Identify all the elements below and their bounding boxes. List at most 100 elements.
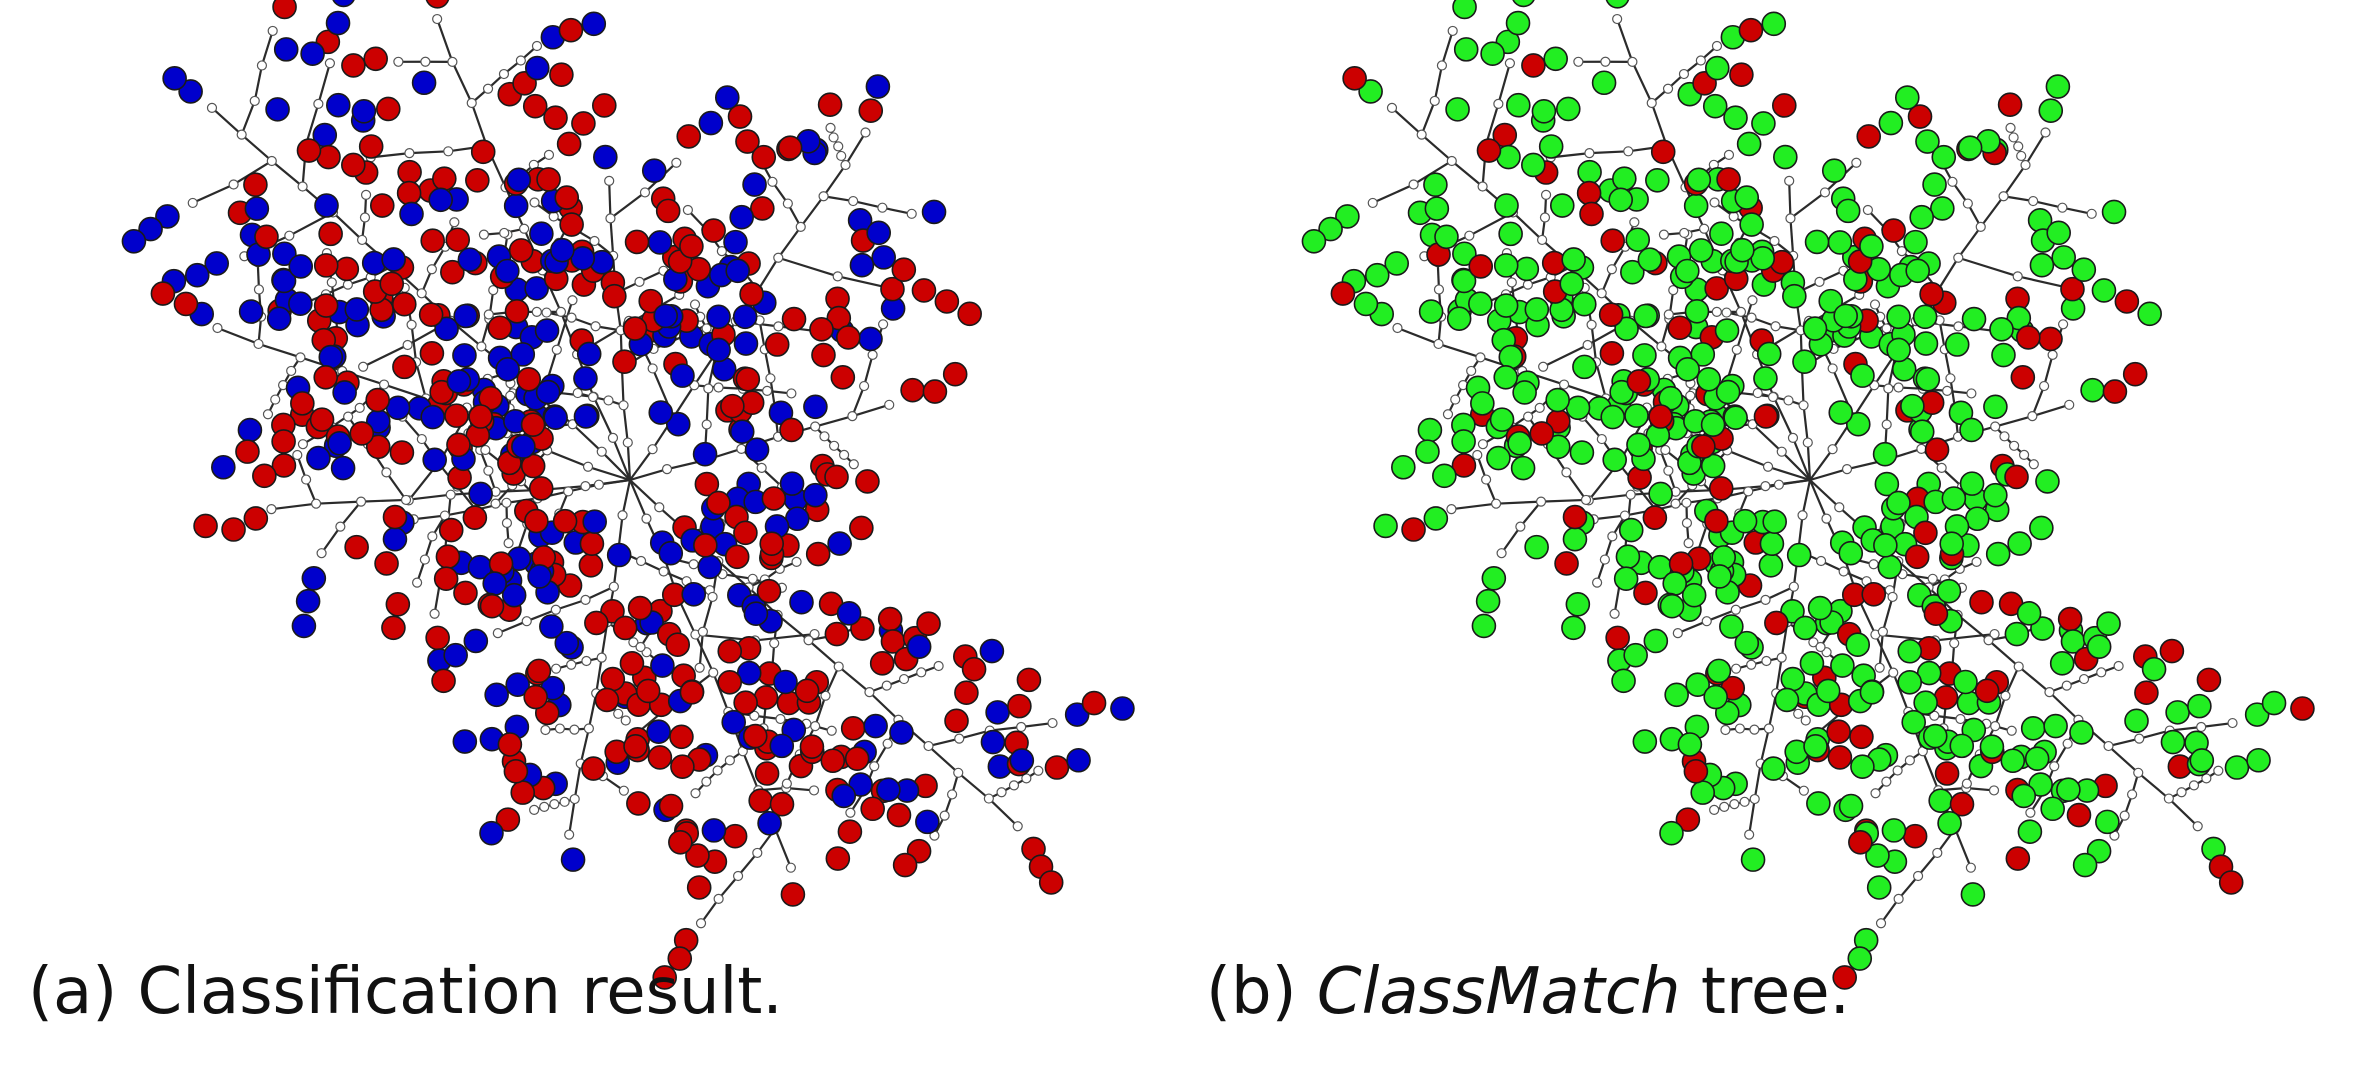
tree-edge: [754, 632, 815, 642]
tree-edge: [305, 103, 320, 145]
internal-node: [2020, 159, 2031, 171]
internal-node: [882, 738, 893, 749]
leaf-node: [1818, 288, 1843, 314]
leaf-node: [1659, 820, 1684, 846]
internal-node: [1408, 179, 1419, 190]
internal-node: [1450, 394, 1461, 405]
internal-node: [1580, 494, 1592, 506]
leaf-node: [570, 246, 596, 271]
internal-node: [1535, 496, 1547, 507]
tree-edge: [1957, 226, 1982, 259]
internal-node: [2078, 673, 2090, 685]
internal-node: [539, 801, 550, 813]
leaf-node: [892, 852, 918, 878]
internal-node: [1625, 489, 1636, 500]
leaf-node: [1498, 221, 1523, 247]
leaf-node: [369, 193, 395, 218]
internal-node: [1767, 391, 1779, 403]
leaf-node: [2246, 747, 2271, 773]
leaf-node: [2020, 716, 2046, 741]
leaf-node: [503, 193, 529, 219]
internal-node: [521, 616, 532, 627]
internal-node: [295, 352, 306, 363]
leaf-node: [655, 198, 681, 224]
tree-edge: [339, 500, 362, 528]
internal-node: [1540, 189, 1552, 200]
leaf-node: [1415, 439, 1440, 464]
tree-edge: [1772, 396, 1794, 439]
internal-node: [1472, 449, 1483, 461]
leaf-node: [1683, 759, 1709, 784]
leaf-node: [1081, 690, 1107, 716]
leaf-node: [1991, 342, 2016, 368]
leaf-node: [2028, 772, 2053, 797]
internal-node: [864, 687, 875, 698]
leaf-node: [1452, 241, 1477, 267]
leaf-node: [1468, 254, 1494, 279]
internal-node: [1787, 432, 1799, 443]
leaf-node: [1493, 364, 1519, 390]
leaf-node: [779, 417, 804, 443]
internal-node: [1887, 591, 1898, 603]
tree-edge: [705, 388, 710, 425]
leaf-node: [1468, 291, 1493, 317]
leaf-node: [1675, 357, 1700, 382]
internal-node: [1747, 295, 1758, 306]
internal-node: [620, 715, 631, 726]
leaf-node: [1643, 628, 1669, 654]
leaf-node: [591, 93, 617, 118]
internal-node: [884, 399, 895, 410]
leaf-node: [1531, 99, 1557, 124]
internal-node: [1599, 554, 1610, 565]
leaf-node: [627, 595, 653, 621]
tree-edge: [410, 324, 418, 363]
leaf-node: [1579, 201, 1604, 227]
internal-node: [519, 223, 530, 234]
leaf-node: [1510, 455, 1536, 481]
internal-node: [1760, 481, 1771, 492]
leaf-node: [468, 481, 493, 507]
internal-node: [2062, 738, 2073, 749]
internal-node: [1743, 486, 1754, 497]
internal-node: [1916, 443, 1927, 454]
internal-node: [2119, 810, 2130, 821]
internal-node: [1912, 870, 1924, 882]
leaf-node: [694, 471, 720, 497]
leaf-node: [516, 367, 542, 392]
leaf-node: [1688, 238, 1714, 263]
internal-node: [1672, 628, 1683, 639]
leaf-node: [1529, 421, 1555, 446]
internal-node: [551, 663, 562, 674]
tree-edge: [1593, 514, 1626, 521]
leaf-node: [1417, 417, 1443, 443]
tree-edge: [1767, 465, 1811, 482]
leaf-node: [272, 241, 297, 267]
leaf-node: [781, 306, 807, 332]
internal-node: [1752, 387, 1763, 399]
leaf-node: [727, 104, 753, 129]
tree-edge: [1451, 502, 1497, 511]
internal-node: [1749, 724, 1760, 735]
leaf-node: [313, 293, 339, 318]
leaf-node: [1662, 571, 1688, 596]
internal-node: [490, 498, 501, 509]
leaf-node: [1708, 476, 1734, 501]
leaf-node: [1612, 166, 1637, 191]
leaf-node: [1729, 62, 1754, 87]
internal-node: [2061, 680, 2072, 691]
internal-node: [1386, 102, 1398, 113]
internal-node: [825, 122, 836, 133]
leaf-node: [1401, 517, 1426, 542]
tree-edge: [546, 449, 589, 468]
leaf-node: [524, 508, 549, 534]
internal-node: [1827, 363, 1838, 374]
leaf-node: [2165, 700, 2190, 725]
leaf-node: [1859, 233, 1884, 259]
leaf-node: [2016, 325, 2041, 350]
leaf-node: [748, 788, 773, 813]
internal-node: [449, 217, 460, 228]
tree-edge: [1809, 468, 1848, 482]
internal-node: [1477, 181, 1488, 192]
internal-node: [335, 521, 346, 532]
internal-node: [412, 577, 423, 588]
